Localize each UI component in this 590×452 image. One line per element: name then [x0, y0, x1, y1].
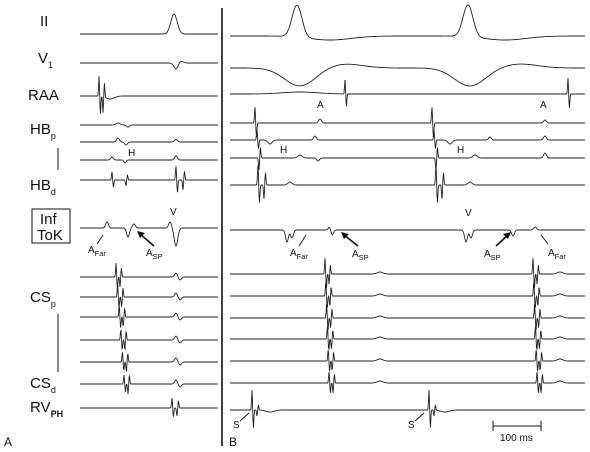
trace-b-raa [230, 78, 585, 109]
label-rv: RVPH [30, 399, 63, 419]
trace-b-cs4 [230, 326, 585, 350]
trace-b-cs1 [230, 258, 585, 289]
annot-h-b2: H [457, 145, 464, 156]
trace-b-ii [230, 4, 585, 41]
annot-asp-b2: ASP [484, 249, 501, 262]
annot-afar-a: AFar [88, 245, 106, 258]
trace-a-cs4 [80, 330, 218, 351]
trace-b-v1 [230, 63, 585, 87]
trace-a-cs1 [80, 263, 218, 290]
trace-b-inftok [230, 226, 585, 243]
arrow-asp-a [139, 233, 155, 247]
trace-a-cs3 [80, 306, 218, 328]
annot-s-b2: S [408, 420, 415, 431]
trace-b-hb3 [230, 147, 585, 170]
trace-b-rv [230, 390, 585, 428]
trace-b-cs6 [230, 371, 585, 394]
arrowhead-asp-a [137, 231, 145, 238]
annot-v-b: V [465, 208, 472, 219]
annot-a-b2: A [540, 100, 547, 111]
annot-afar-b1: AFar [290, 248, 308, 261]
trace-a-rv [80, 398, 218, 417]
trace-a-inftok [80, 221, 218, 247]
annot-s-b1: S [233, 420, 240, 431]
trace-a-raa [80, 76, 218, 114]
label-inf: Inf [40, 211, 58, 228]
label-ii: II [40, 13, 48, 30]
trace-b-hbd [230, 165, 585, 203]
annot-asp-b1: ASP [352, 249, 369, 262]
traces-group [80, 4, 585, 428]
trace-a-cs5 [80, 352, 218, 372]
arrowhead-asp-b1 [341, 232, 349, 239]
pointer-s-b2 [414, 412, 425, 422]
pointer-afar-a [96, 234, 104, 245]
trace-a-ii [80, 13, 218, 35]
annot-h-a: H [128, 148, 135, 159]
inf-tok-box [31, 208, 71, 244]
panel-label-a: A [4, 435, 12, 449]
annot-afar-b2: AFar [548, 248, 566, 261]
trace-a-hb2 [80, 137, 218, 146]
annot-h-b1: H [280, 145, 287, 156]
trace-b-cs2 [230, 282, 585, 308]
label-hbd: HBd [30, 177, 56, 197]
label-hbp: HBp [30, 121, 56, 141]
pointer-afar-b1 [298, 234, 307, 247]
pointer-s-b1 [239, 412, 250, 422]
scale-bar-label: 100 ms [500, 433, 533, 444]
annot-a-b1: A [317, 100, 324, 111]
label-v1: V1 [38, 50, 53, 70]
panel-label-b: B [229, 435, 237, 449]
label-csp: CSp [30, 289, 56, 309]
trace-a-cs2 [80, 284, 218, 309]
trace-b-hb1 [230, 107, 585, 137]
trace-b-hb2 [230, 130, 585, 149]
arrow-asp-b1 [343, 234, 359, 247]
arrowhead-asp-b2 [503, 232, 511, 239]
trace-b-cs3 [230, 304, 585, 331]
trace-b-cs5 [230, 350, 585, 372]
trace-a-hb1 [80, 122, 218, 128]
pointer-afar-b2 [540, 234, 549, 245]
label-tok: ToK [37, 227, 63, 244]
label-csd: CSd [30, 375, 56, 395]
trace-a-v1 [80, 60, 218, 70]
trace-a-hbd [80, 166, 218, 193]
trace-a-cs6 [80, 374, 218, 395]
annot-asp-a: ASP [146, 248, 163, 261]
trace-a-hb3 [80, 155, 218, 164]
label-raa: RAA [28, 87, 59, 104]
annot-v-a: V [170, 207, 177, 218]
